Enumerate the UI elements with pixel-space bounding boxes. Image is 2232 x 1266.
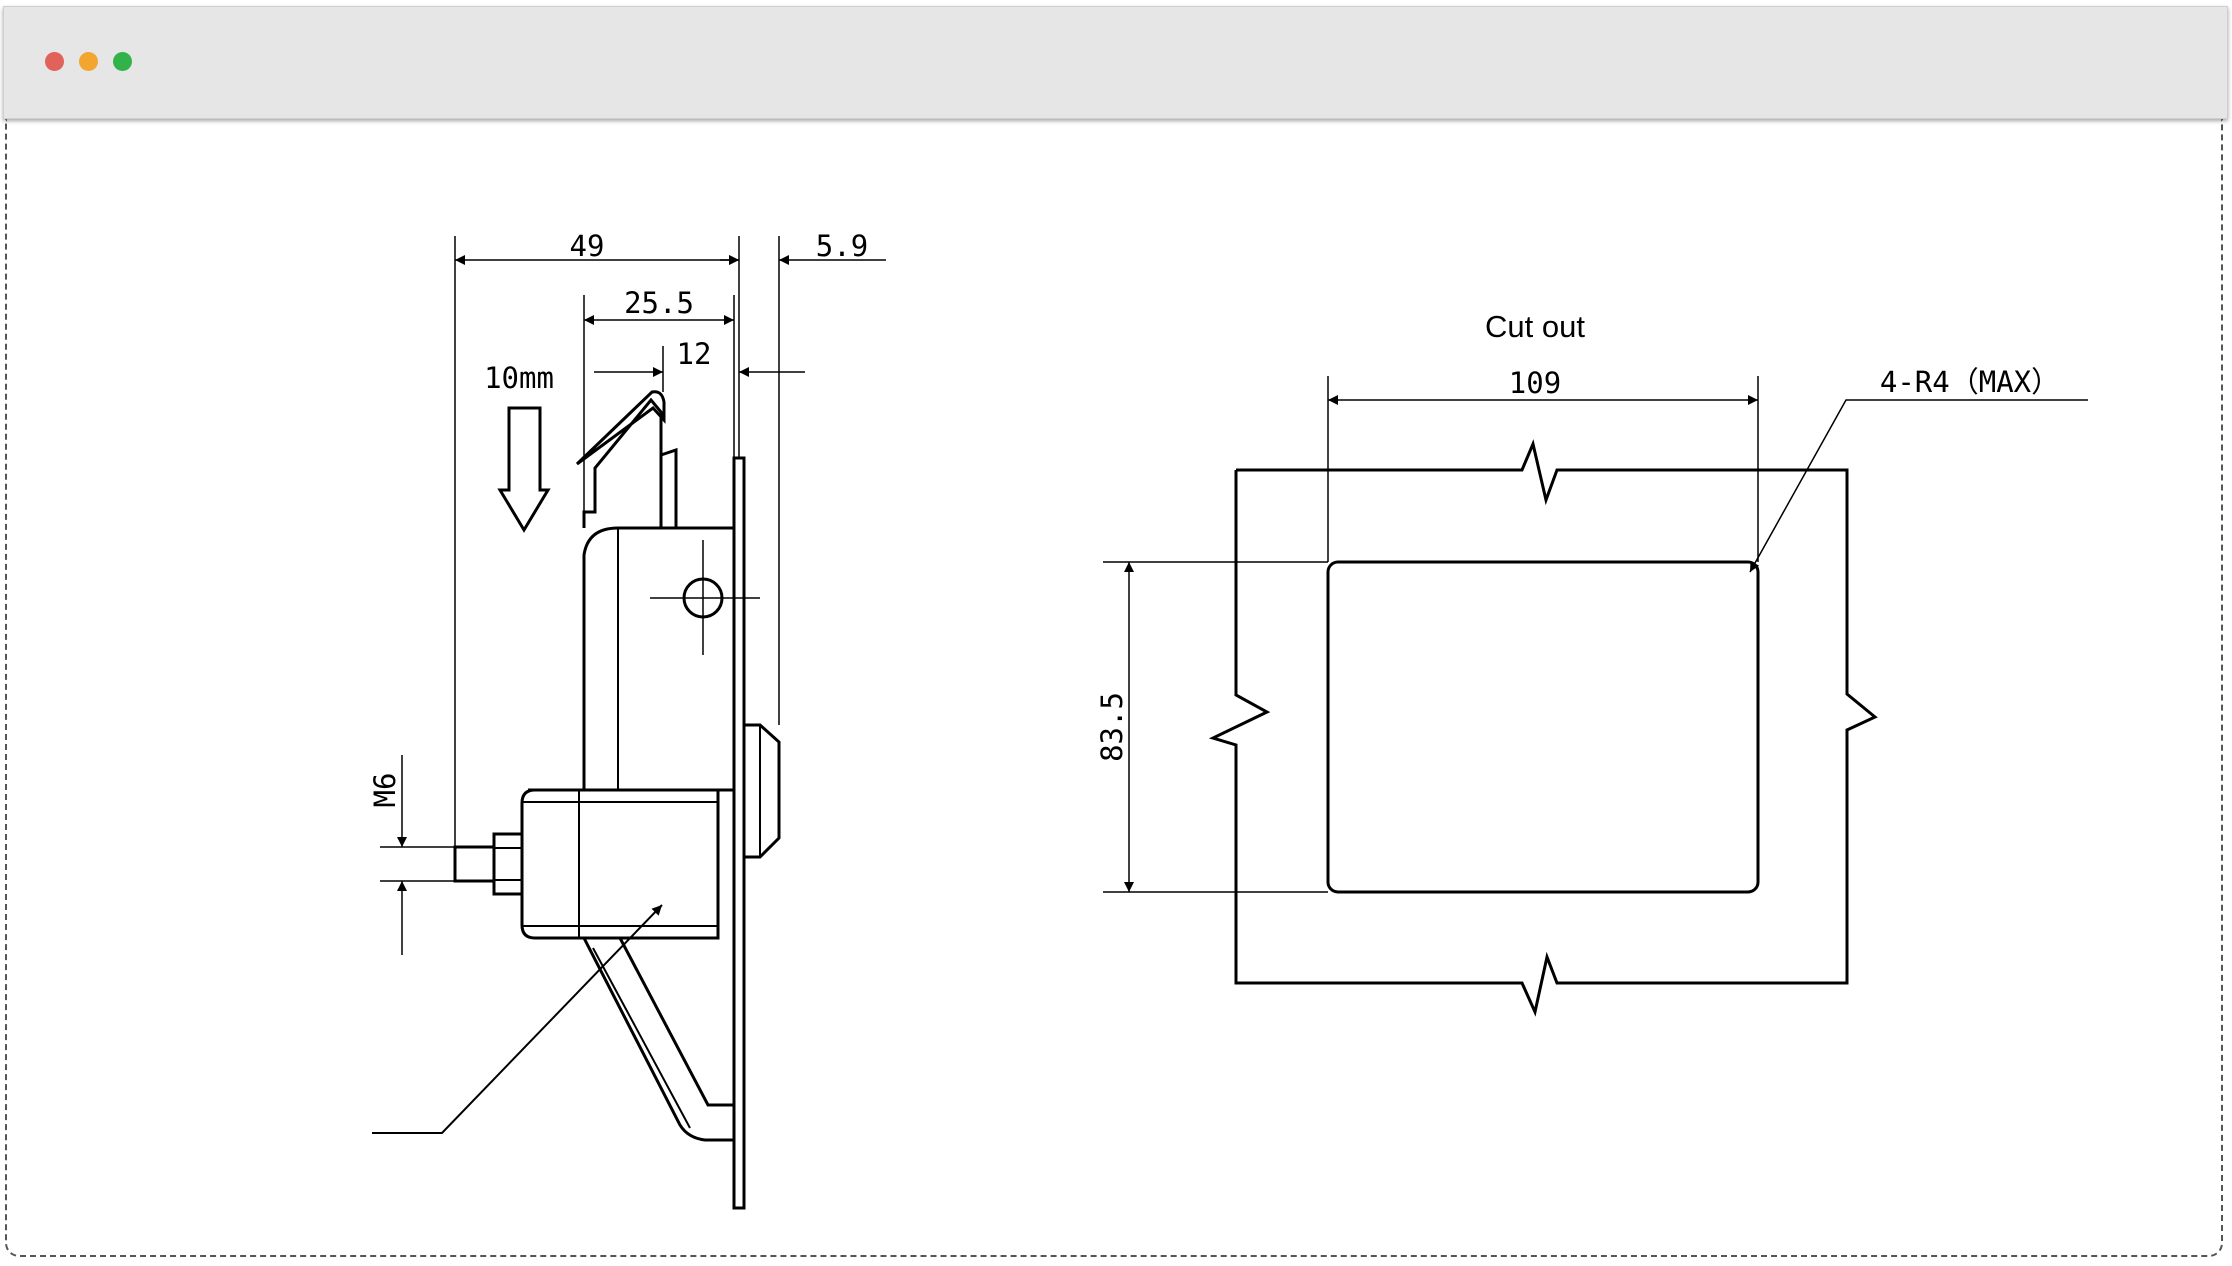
- cutout-rectangle: [1326, 560, 1760, 894]
- maximize-window-button[interactable]: [113, 52, 132, 71]
- cutout-view: [1208, 439, 1878, 1017]
- close-window-button[interactable]: [45, 52, 64, 71]
- browser-window: [3, 6, 2228, 1258]
- hex-nut: [492, 832, 524, 896]
- down-arrow-icon: [497, 406, 551, 533]
- drawing-viewport: [5, 119, 2223, 1257]
- thread-label: M6: [368, 773, 402, 808]
- part-leader-line: [372, 904, 663, 1134]
- minimize-window-button[interactable]: [79, 52, 98, 71]
- lock-cylinder: [520, 788, 720, 940]
- cutout-title: Cut out: [1485, 309, 1585, 344]
- threaded-stud: [453, 845, 496, 883]
- dim-plate-label: 5.9: [816, 229, 868, 263]
- dim-body-label: 25.5: [624, 286, 694, 320]
- panel-outline: [1208, 439, 1878, 1017]
- lower-arm: [581, 936, 736, 1142]
- radius-note: 4-R4（MAX）: [1880, 365, 2060, 399]
- travel-label: 10mm: [484, 361, 554, 395]
- handle-grip: [575, 390, 666, 466]
- latch-body: [582, 526, 736, 792]
- radius-leader-line: [1749, 399, 2088, 573]
- plate-bump: [744, 723, 781, 859]
- dim-handle-label: 12: [677, 337, 712, 371]
- window-titlebar: [3, 6, 2228, 119]
- side-view-dimensions: [380, 236, 886, 955]
- side-view: [372, 390, 781, 1210]
- dim-overall-label: 49: [570, 229, 605, 263]
- cutout-dimensions: [1103, 376, 2088, 893]
- cutout-height-label: 83.5: [1095, 692, 1129, 762]
- cutout-width-label: 109: [1509, 366, 1561, 400]
